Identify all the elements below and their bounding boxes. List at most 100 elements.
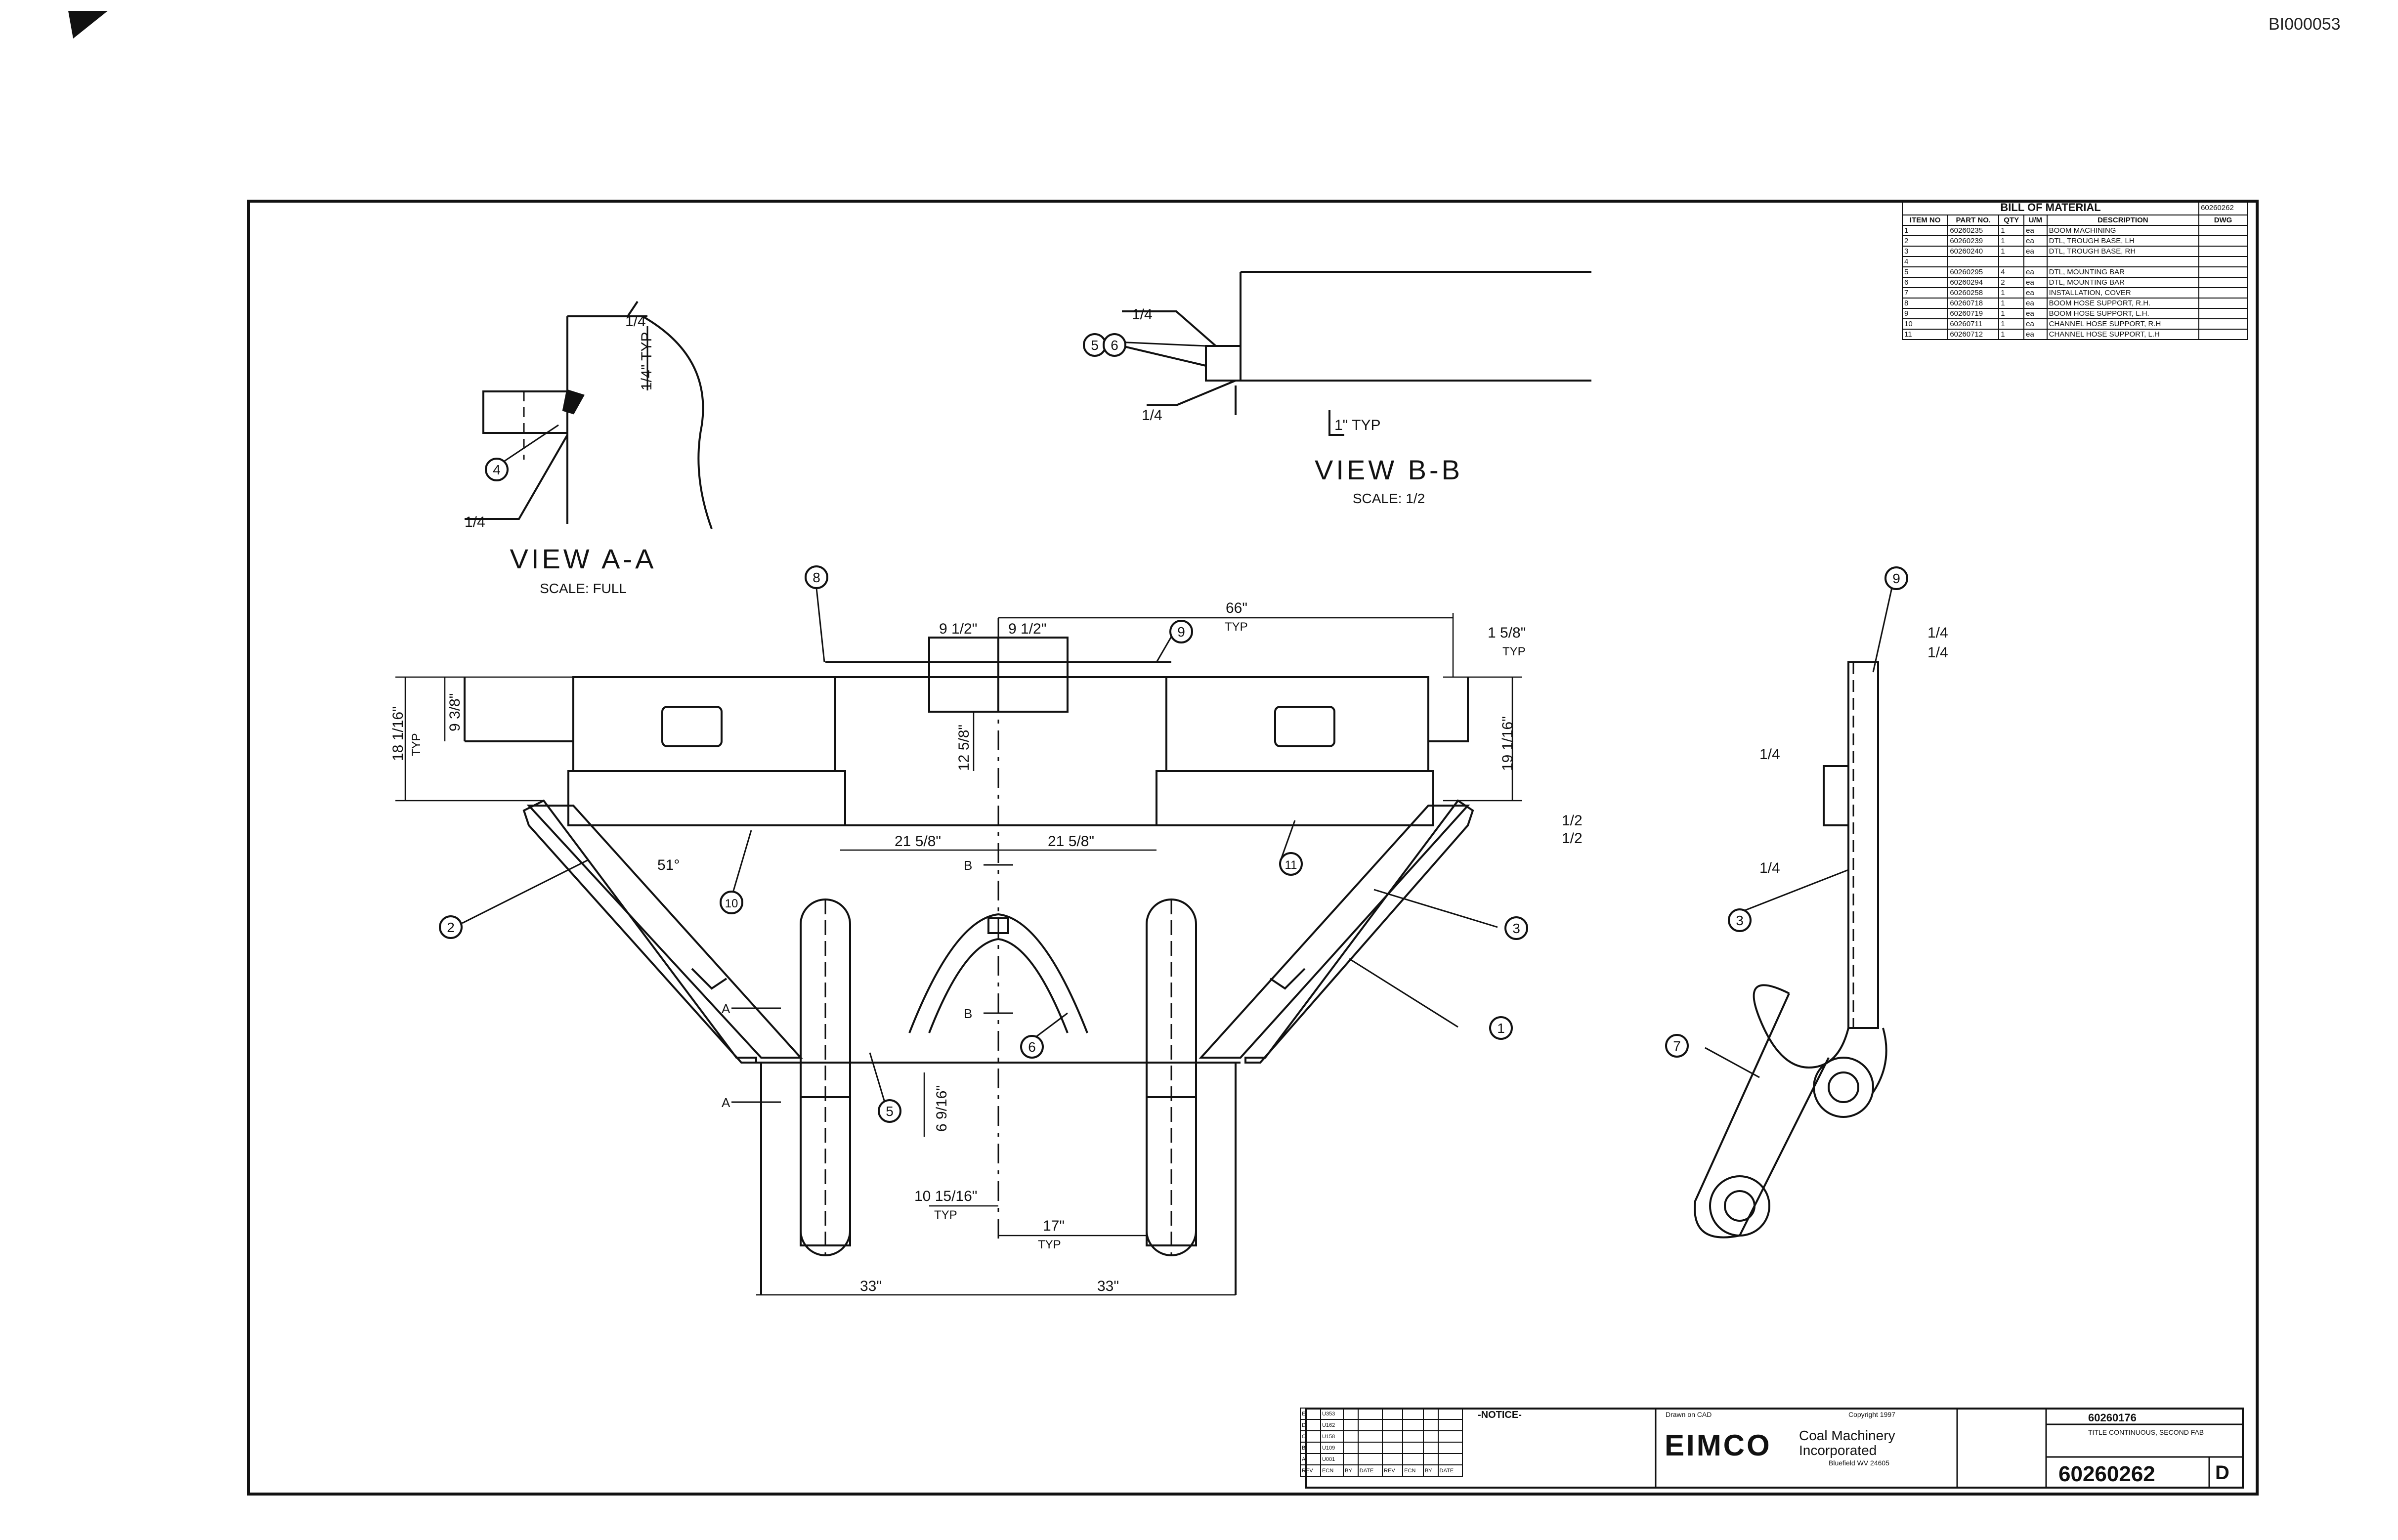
balloon-3-side: 3 bbox=[1736, 913, 1744, 928]
dim-17-typ: TYP bbox=[1038, 1238, 1061, 1251]
copyright: Copyright 1997 bbox=[1848, 1411, 1895, 1418]
view-b-b-drawing bbox=[1121, 271, 1591, 436]
weld-side-left-2: 1/4 bbox=[1759, 860, 1780, 876]
balloon-6: 6 bbox=[1028, 1039, 1036, 1055]
dim-9-5-right: 9 1/2" bbox=[1008, 621, 1046, 637]
dim-1-5-8-typ: TYP bbox=[1502, 645, 1526, 658]
weld-a-side: 1/4" TYP bbox=[639, 332, 655, 391]
bom-title: BILL OF MATERIAL bbox=[1901, 200, 2200, 215]
balloon-2: 2 bbox=[447, 920, 455, 935]
balloon-7: 7 bbox=[1673, 1038, 1681, 1054]
weld-b-typ: 1" TYP bbox=[1334, 417, 1380, 433]
dim-10-typ: TYP bbox=[934, 1208, 957, 1222]
registration-mark-icon bbox=[68, 11, 108, 39]
dim-17: 17" bbox=[1043, 1218, 1065, 1234]
dim-18-1-16: 18 1/16" bbox=[390, 706, 406, 761]
weld-main-right-2: 1/2 bbox=[1562, 830, 1583, 847]
drawing-title: TITLE CONTINUOUS, SECOND FAB bbox=[2088, 1428, 2204, 1436]
main-dimension-lines bbox=[395, 613, 1522, 1296]
dim-33-right: 33" bbox=[1097, 1278, 1119, 1294]
view-a-a-scale: SCALE: FULL bbox=[540, 581, 627, 596]
dim-9-5-left: 9 1/2" bbox=[939, 621, 977, 637]
balloon-11: 11 bbox=[1285, 858, 1297, 872]
weld-a-top: 1/4 bbox=[625, 313, 646, 330]
dim-9-3-8: 9 3/8" bbox=[447, 693, 463, 731]
view-a-a-drawing bbox=[465, 300, 713, 529]
section-b-bottom: B bbox=[964, 1006, 972, 1021]
bill-of-material: BILL OF MATERIAL 60260262 ITEM NO PART N… bbox=[1901, 200, 2248, 340]
title-block-dividers bbox=[1655, 1408, 2244, 1489]
balloons bbox=[439, 333, 1908, 1123]
title-block bbox=[1305, 1408, 2244, 1489]
company-name: Coal Machinery Incorporated bbox=[1799, 1428, 1895, 1458]
balloon-9-side: 9 bbox=[1892, 571, 1900, 586]
dim-18-typ: TYP bbox=[410, 733, 423, 756]
balloon-9: 9 bbox=[1177, 624, 1185, 640]
drawing-size: D bbox=[2215, 1462, 2229, 1484]
view-b-b-scale: SCALE: 1/2 bbox=[1353, 491, 1425, 506]
dim-angle: 51° bbox=[657, 857, 680, 873]
notice-heading: -NOTICE- bbox=[1478, 1410, 1522, 1420]
dim-21-5-8-right: 21 5/8" bbox=[1048, 833, 1094, 850]
bom-dwg-ref: 60260262 bbox=[2198, 200, 2248, 215]
weld-main-right-1: 1/2 bbox=[1562, 813, 1583, 829]
bom-header-item: ITEM NO bbox=[1901, 214, 1949, 226]
dim-19-1-16: 19 1/16" bbox=[1499, 716, 1516, 771]
drawing-frame bbox=[247, 200, 2259, 1496]
company-logo: EIMCO bbox=[1665, 1429, 1772, 1462]
dim-33-left: 33" bbox=[860, 1278, 882, 1294]
dim-6-9-16: 6 9/16" bbox=[934, 1085, 950, 1132]
reference-drawing: 60260176 bbox=[2088, 1412, 2137, 1424]
section-marker-lines bbox=[731, 864, 1013, 1103]
weld-b-top: 1/4 bbox=[1132, 306, 1153, 323]
balloon-5: 5 bbox=[886, 1104, 894, 1119]
dim-66: 66" bbox=[1226, 600, 1247, 616]
weld-side-left-1: 1/4 bbox=[1759, 746, 1780, 763]
balloon-4: 4 bbox=[493, 462, 501, 477]
balloon-6-b: 6 bbox=[1111, 338, 1118, 353]
table-row: 4 bbox=[1901, 256, 2248, 267]
bom-header-um: U/M bbox=[2023, 214, 2048, 226]
dim-1-5-8: 1 5/8" bbox=[1488, 625, 1526, 641]
weld-side-top-1: 1/4 bbox=[1927, 625, 1948, 641]
bom-header-qty: QTY bbox=[1998, 214, 2025, 226]
balloon-8: 8 bbox=[813, 570, 820, 585]
dim-10-15-16: 10 15/16" bbox=[914, 1188, 977, 1204]
weld-a-bottom: 1/4 bbox=[465, 514, 485, 530]
balloon-leaders bbox=[462, 341, 1894, 1103]
company-location: Bluefield WV 24605 bbox=[1829, 1459, 1889, 1467]
dim-66-typ: TYP bbox=[1225, 620, 1248, 634]
drawing-number: 60260262 bbox=[2058, 1462, 2155, 1486]
dim-12-5-8: 12 5/8" bbox=[956, 725, 972, 771]
weld-side-top-2: 1/4 bbox=[1927, 644, 1948, 661]
drawn-on-cad: Drawn on CAD bbox=[1666, 1411, 1712, 1418]
balloon-1: 1 bbox=[1497, 1021, 1505, 1036]
main-front-view bbox=[464, 618, 1474, 1295]
section-a-bottom: A bbox=[722, 1095, 730, 1110]
dim-21-5-8-left: 21 5/8" bbox=[895, 833, 941, 850]
section-a-top: A bbox=[722, 1001, 730, 1016]
weld-b-bottom: 1/4 bbox=[1142, 407, 1162, 424]
section-b-top: B bbox=[964, 858, 972, 873]
bom-header-dwg: DWG bbox=[2198, 214, 2248, 226]
view-a-a-title: VIEW A-A bbox=[510, 543, 657, 574]
view-b-b-title: VIEW B-B bbox=[1315, 454, 1463, 485]
bom-header-desc: DESCRIPTION bbox=[2046, 214, 2200, 226]
side-view-drawing bbox=[1694, 661, 1887, 1239]
balloon-5-b: 5 bbox=[1091, 338, 1099, 353]
